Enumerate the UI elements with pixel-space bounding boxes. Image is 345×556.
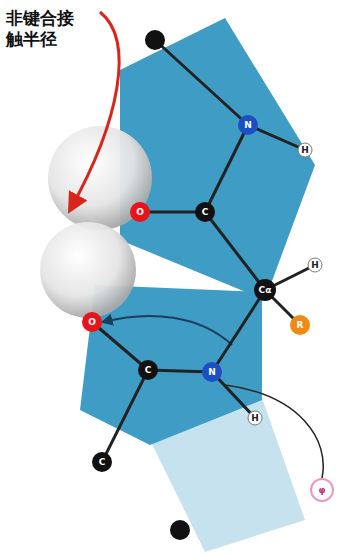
atom-label: C	[99, 458, 106, 467]
carbon-atom	[145, 30, 165, 50]
carbon-atom	[92, 452, 112, 472]
callout-label: 非键合接触半径	[6, 8, 78, 51]
atom-label: H	[251, 414, 259, 423]
atom-label: H	[311, 261, 319, 270]
rotation-arrow	[103, 316, 232, 345]
oxygen-atom	[130, 202, 150, 222]
alpha-carbon-atom	[254, 279, 276, 301]
amide-plane-upper	[120, 18, 315, 300]
carbon-atom	[138, 360, 158, 380]
atom-label: R	[297, 321, 304, 330]
nitrogen-atom	[202, 362, 222, 382]
oxygen-atom	[82, 312, 102, 332]
atom-label: O	[136, 208, 144, 217]
atom-label: C	[202, 208, 209, 217]
atom-label: N	[244, 121, 252, 130]
atom-label: φ	[318, 486, 325, 495]
bonds	[92, 40, 315, 462]
contact-sphere	[48, 126, 152, 230]
rotation-curve	[225, 385, 323, 478]
contact-sphere	[40, 222, 136, 318]
atom-label: N	[208, 368, 216, 377]
atom-label: H	[301, 146, 309, 155]
hydrogen-atom	[308, 258, 322, 272]
atom-label: Cα	[259, 286, 272, 295]
hydrogen-atom	[248, 411, 262, 425]
carbon-atom	[170, 520, 190, 540]
carbon-atom	[195, 202, 215, 222]
angle-marker	[311, 479, 333, 501]
callout-arrow	[70, 12, 119, 210]
atom-label: O	[88, 318, 96, 327]
r-group	[290, 315, 310, 335]
nitrogen-atom	[238, 115, 258, 135]
hydrogen-atom	[298, 143, 312, 157]
atom-label: C	[145, 366, 152, 375]
